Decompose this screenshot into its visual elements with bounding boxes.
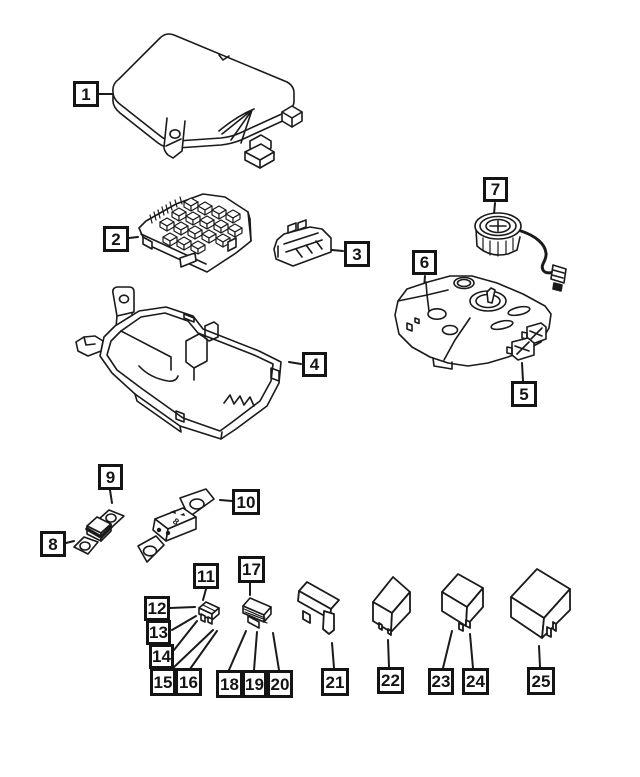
callout-20[interactable]: 20 <box>267 670 293 698</box>
callout-10[interactable]: 10 <box>232 489 260 515</box>
part-mini-relay <box>441 573 484 632</box>
callout-1[interactable]: 1 <box>73 81 99 107</box>
part-fuse-box-cover <box>112 33 303 169</box>
mega-fuse-marking: 8 <box>171 516 181 527</box>
callout-3[interactable]: 3 <box>344 241 370 267</box>
part-mega-fuse: 8 <box>137 488 215 563</box>
part-bracket-module <box>394 275 552 370</box>
callout-8[interactable]: 8 <box>40 531 66 557</box>
callout-5[interactable]: 5 <box>511 381 537 407</box>
callout-25[interactable]: 25 <box>527 667 555 695</box>
callout-17[interactable]: 17 <box>238 556 265 583</box>
callout-15[interactable]: 15 <box>150 668 176 696</box>
callout-6[interactable]: 6 <box>412 250 437 275</box>
callout-24[interactable]: 24 <box>462 668 489 695</box>
part-cap-with-pigtail <box>474 212 567 292</box>
callout-13[interactable]: 13 <box>146 620 171 645</box>
part-cartridge-fuse <box>242 597 272 629</box>
callout-9[interactable]: 9 <box>98 464 123 490</box>
callout-7[interactable]: 7 <box>483 177 508 202</box>
part-mini-fuse <box>198 601 220 625</box>
callout-16[interactable]: 16 <box>175 668 202 696</box>
part-full-size-relay <box>510 568 571 639</box>
callout-19[interactable]: 19 <box>242 670 267 698</box>
callout-12[interactable]: 12 <box>144 596 170 621</box>
callout-18[interactable]: 18 <box>216 670 243 698</box>
part-fusible-link <box>297 581 340 635</box>
callout-22[interactable]: 22 <box>377 667 404 694</box>
part-lower-tray <box>75 286 282 440</box>
callout-2[interactable]: 2 <box>103 226 129 252</box>
callout-23[interactable]: 23 <box>428 668 454 695</box>
part-micro-relay <box>372 576 411 636</box>
callout-21[interactable]: 21 <box>321 668 349 696</box>
callout-4[interactable]: 4 <box>302 352 327 377</box>
callout-11[interactable]: 11 <box>193 563 219 589</box>
part-fuse-holder <box>273 219 332 267</box>
leader-lines <box>65 93 541 671</box>
part-midi-fuse <box>73 509 125 555</box>
part-connectors <box>506 322 547 361</box>
callout-14[interactable]: 14 <box>149 644 174 669</box>
part-fuse-relay-block <box>138 193 252 273</box>
